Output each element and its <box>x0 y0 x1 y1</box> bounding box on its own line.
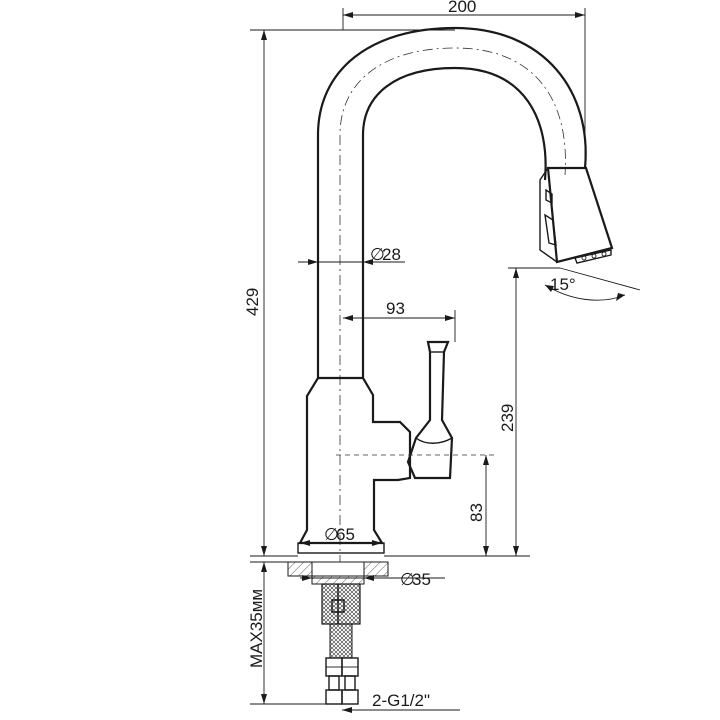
dimension-lines <box>250 8 641 713</box>
mounting-assembly <box>287 561 389 705</box>
dim-spout-diameter-group: ∅ 28 <box>370 245 401 264</box>
diameter-symbol: ∅ <box>370 245 385 264</box>
faucet-body <box>297 26 614 565</box>
dim-handle-offset: 93 <box>386 299 405 318</box>
dim-connection-thread: 2-G1/2" <box>372 691 430 710</box>
dim-base-diameter-group: ∅ 65 <box>324 525 355 544</box>
dimension-labels: 200 429 ∅ 28 93 239 83 ∅ 65 ∅ 35 MAX35мм… <box>243 0 576 710</box>
dim-handle-height: 83 <box>467 503 486 522</box>
dim-base-diameter: 65 <box>336 525 355 544</box>
dim-reach: 200 <box>448 0 476 16</box>
dim-spout-diameter: 28 <box>382 245 401 264</box>
dim-spout-outlet-height: 239 <box>498 404 517 432</box>
lever-handle <box>406 340 454 480</box>
diameter-symbol: ∅ <box>324 525 339 544</box>
diameter-symbol: ∅ <box>400 570 415 589</box>
dim-mount-hole-diameter: 35 <box>412 570 431 589</box>
dim-total-height: 429 <box>243 288 262 316</box>
dim-spray-angle: 15° <box>550 275 576 294</box>
dim-mount-hole-group: ∅ 35 <box>400 570 431 589</box>
dim-max-deck-thickness: MAX35мм <box>247 589 266 668</box>
